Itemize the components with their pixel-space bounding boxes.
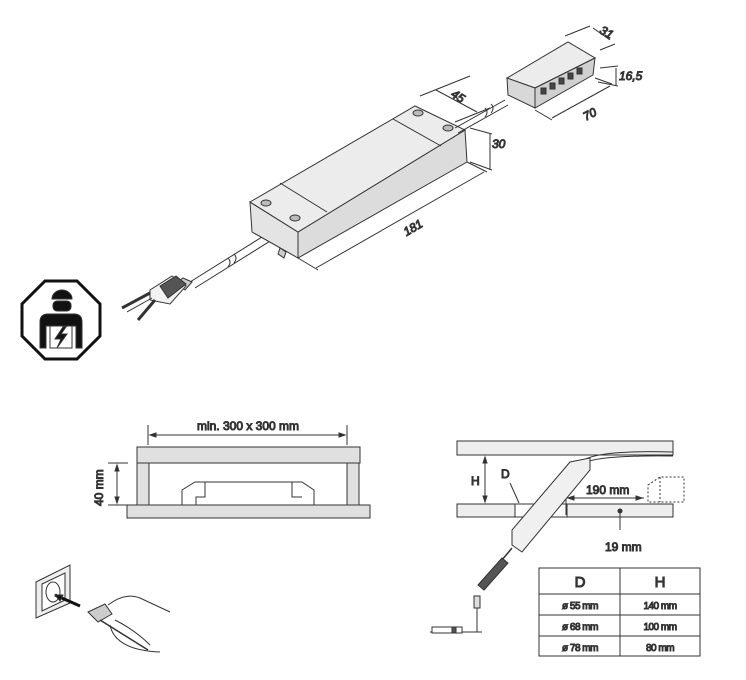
table-cell: 100 mm <box>643 622 676 633</box>
euro-plug-icon <box>121 275 193 321</box>
dim-16-5: 16,5 <box>619 69 643 83</box>
table-cell: ø 55 mm <box>562 601 598 612</box>
table-cell: ø 78 mm <box>562 643 598 654</box>
clearance-height-label: 40 mm <box>92 469 106 506</box>
mounting-d-label: D <box>501 467 510 481</box>
mounting-diagram: H D 190 mm 19 mm <box>430 440 685 634</box>
table-cell: 140 mm <box>643 601 676 612</box>
clearance-diagram: min. 300 x 300 mm 40 mm <box>92 419 371 519</box>
mounting-distance-label: 190 mm <box>586 483 629 497</box>
table-header-d: D <box>575 574 586 591</box>
dim-31: 31 <box>597 23 616 42</box>
electrician-only-icon <box>20 279 102 361</box>
clearance-space-label: min. 300 x 300 mm <box>197 419 299 433</box>
dim-181: 181 <box>401 217 425 239</box>
dim-70: 70 <box>581 105 600 124</box>
table-header-h: H <box>655 574 666 591</box>
dim-45: 45 <box>449 87 468 106</box>
output-sockets <box>540 67 583 95</box>
mounting-h-label: H <box>471 474 480 488</box>
table-cell: ø 68 mm <box>562 622 598 633</box>
mounting-thickness-label: 19 mm <box>605 540 642 554</box>
plug-into-socket-illustration <box>35 564 171 653</box>
transformer-drawing: 31 16,5 70 45 30 181 <box>121 22 643 321</box>
table-cell: 80 mm <box>646 643 674 654</box>
dim-30: 30 <box>492 137 506 151</box>
dimension-table: D H ø 55 mm 140 mm ø 68 mm 100 mm ø 78 m… <box>538 567 701 657</box>
